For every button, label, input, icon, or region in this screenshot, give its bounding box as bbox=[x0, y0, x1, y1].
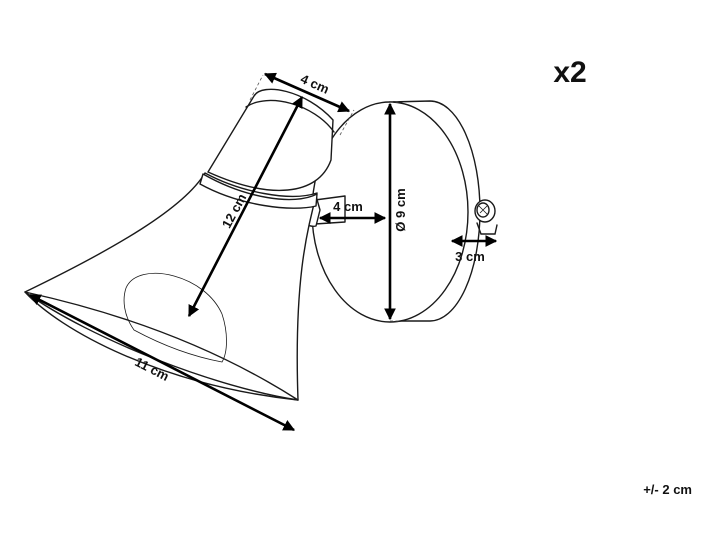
label-arm-length: 4 cm bbox=[333, 199, 363, 214]
tolerance-label: +/- 2 cm bbox=[643, 482, 692, 497]
label-neck-width: 4 cm bbox=[298, 71, 331, 97]
dimension-lines bbox=[28, 72, 498, 432]
dim-line-shade-opening bbox=[28, 293, 296, 432]
guide-lines bbox=[249, 74, 400, 322]
quantity-label: x2 bbox=[553, 56, 586, 89]
dim-line-shade-length bbox=[187, 95, 304, 318]
lamp-shade bbox=[24, 88, 335, 401]
dim-line-neck-width bbox=[263, 72, 351, 113]
shade-neck bbox=[207, 88, 334, 192]
label-base-depth: 3 cm bbox=[455, 249, 485, 264]
screw-knob bbox=[474, 199, 498, 235]
label-base-diameter: Ø 9 cm bbox=[393, 188, 408, 231]
